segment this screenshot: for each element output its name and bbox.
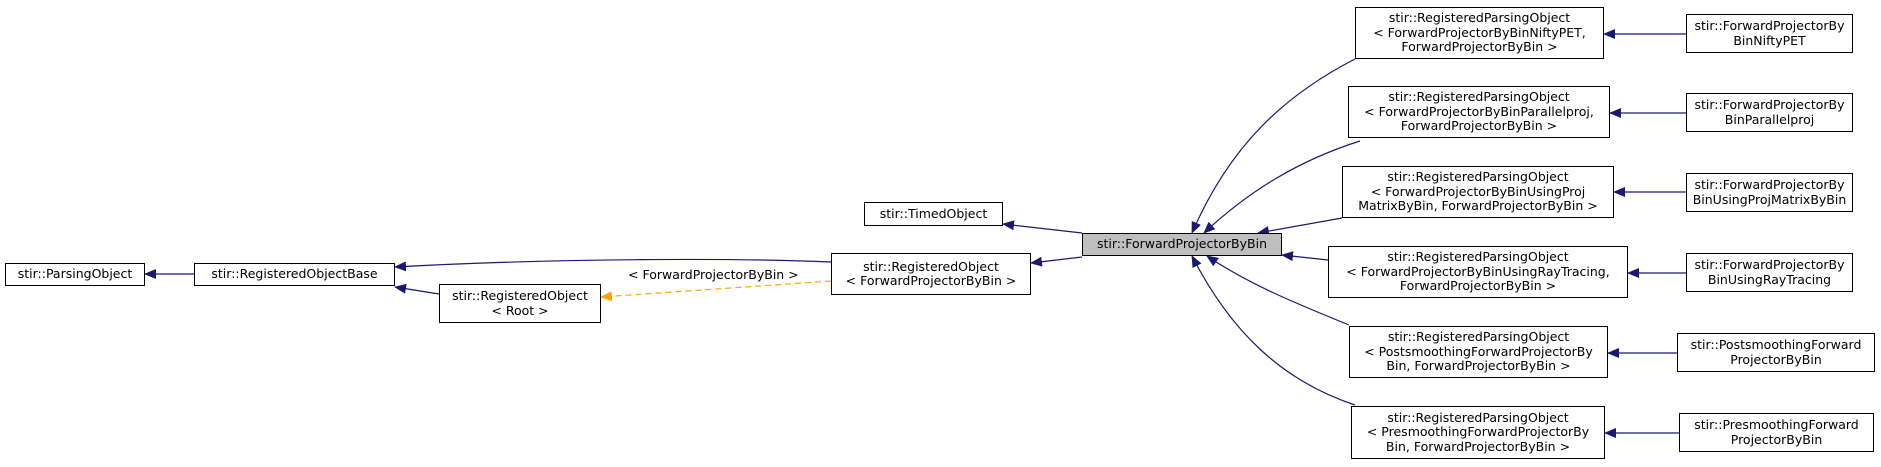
node-rpo-projmatrix-line3: MatrixByBin, ForwardProjectorByBin > xyxy=(1358,198,1598,214)
edge-projmatrix-to-fpbb xyxy=(1257,217,1343,236)
node-fp-parallelproj-line1: stir::ForwardProjectorBy xyxy=(1694,97,1845,112)
node-postsmoothing-fp-line1: stir::PostsmoothingForward xyxy=(1690,337,1862,352)
node-presmoothing-fp-line2: ProjectorByBin xyxy=(1730,431,1823,447)
node-fp-projmatrix[interactable]: stir::ForwardProjectorBy BinUsingProjMat… xyxy=(1686,173,1853,212)
edge-raytracing-to-fpbb xyxy=(1281,251,1329,262)
node-rpo-presmoothing-line3: Bin, ForwardProjectorByBin > xyxy=(1385,438,1571,454)
node-rpo-parallelproj-line1: stir::RegisteredParsingObject xyxy=(1388,89,1570,105)
edge-parallelproj-to-fpbb xyxy=(1203,140,1361,234)
node-rpo-presmoothing-line1: stir::RegisteredParsingObject xyxy=(1387,409,1569,425)
node-rpo-postsmoothing-line2: < PostsmoothingForwardProjectorBy xyxy=(1364,343,1593,359)
node-rpo-raytracing-line1: stir::RegisteredParsingObject xyxy=(1387,249,1569,265)
node-rpo-postsmoothing[interactable]: stir::RegisteredParsingObject < Postsmoo… xyxy=(1349,326,1608,378)
edge-ro-fpbb-to-base xyxy=(394,258,832,272)
edge-fpbb-to-ro-fpbb xyxy=(1030,256,1083,267)
node-rpo-parallelproj[interactable]: stir::RegisteredParsingObject < ForwardP… xyxy=(1348,86,1610,138)
node-fp-raytracing-line1: stir::ForwardProjectorBy xyxy=(1694,257,1845,272)
node-fp-niftypet-line1: stir::ForwardProjectorBy xyxy=(1694,18,1845,33)
node-presmoothing-fp-line1: stir::PresmoothingForward xyxy=(1694,417,1859,432)
edge-root-to-base xyxy=(394,283,440,295)
node-rpo-niftypet-line3: ForwardProjectorByBin > xyxy=(1401,39,1558,55)
node-rpo-niftypet-line2: < ForwardProjectorByBinNiftyPET, xyxy=(1373,24,1586,40)
node-fp-niftypet[interactable]: stir::ForwardProjectorBy BinNiftyPET xyxy=(1686,14,1853,53)
node-parsing-object[interactable]: stir::ParsingObject xyxy=(5,263,145,286)
node-rpo-raytracing-line3: ForwardProjectorByBin > xyxy=(1399,278,1557,294)
edge-ro-fpbb-template-to-root xyxy=(600,280,832,302)
node-rpo-postsmoothing-line1: stir::RegisteredParsingObject xyxy=(1387,329,1570,345)
node-timed-object[interactable]: stir::TimedObject xyxy=(864,202,1003,226)
node-fp-raytracing-line2: BinUsingRayTracing xyxy=(1707,271,1832,287)
node-registered-object-root-line2: < Root > xyxy=(491,302,549,318)
edge-presmoothing-to-fpbb xyxy=(1191,255,1356,406)
node-forward-projector-by-bin[interactable]: stir::ForwardProjectorByBin xyxy=(1082,233,1282,256)
node-rpo-parallelproj-line2: < ForwardProjectorByBinParallelproj, xyxy=(1364,103,1594,119)
node-rpo-niftypet-line1: stir::RegisteredParsingObject xyxy=(1388,10,1571,26)
node-parsing-object-line1: stir::ParsingObject xyxy=(17,266,133,282)
node-rpo-raytracing[interactable]: stir::RegisteredParsingObject < ForwardP… xyxy=(1328,246,1628,298)
node-forward-projector-by-bin-line1: stir::ForwardProjectorByBin xyxy=(1097,236,1267,252)
node-fp-raytracing[interactable]: stir::ForwardProjectorBy BinUsingRayTrac… xyxy=(1686,253,1853,292)
node-registered-object-fpbb-line2: < ForwardProjectorByBin > xyxy=(845,273,1017,288)
node-rpo-projmatrix-line1: stir::RegisteredParsingObject xyxy=(1387,169,1569,185)
node-rpo-projmatrix[interactable]: stir::RegisteredParsingObject < ForwardP… xyxy=(1342,166,1614,218)
edge-niftypet-to-fpbb xyxy=(1191,58,1356,234)
node-registered-object-base[interactable]: stir::RegisteredObjectBase xyxy=(194,263,395,286)
node-presmoothing-fp[interactable]: stir::PresmoothingForward ProjectorByBin xyxy=(1679,413,1874,452)
node-fp-projmatrix-line1: stir::ForwardProjectorBy xyxy=(1694,177,1845,192)
node-postsmoothing-fp-line2: ProjectorByBin xyxy=(1730,351,1822,367)
node-rpo-raytracing-line2: < ForwardProjectorByBinUsingRayTracing, xyxy=(1346,263,1610,279)
edge-fpbb-to-timedobject xyxy=(1002,220,1083,234)
node-rpo-presmoothing-line2: < PresmoothingForwardProjectorBy xyxy=(1366,424,1590,440)
node-fp-niftypet-line2: BinNiftyPET xyxy=(1733,32,1806,48)
node-rpo-projmatrix-line2: < ForwardProjectorByBinUsingProj xyxy=(1370,183,1586,199)
node-registered-object-root-line1: stir::RegisteredObject xyxy=(452,288,588,303)
node-postsmoothing-fp[interactable]: stir::PostsmoothingForward ProjectorByBi… xyxy=(1677,333,1875,372)
node-fp-projmatrix-line2: BinUsingProjMatrixByBin xyxy=(1692,191,1847,207)
node-registered-object-base-line1: stir::RegisteredObjectBase xyxy=(211,266,378,282)
node-rpo-presmoothing[interactable]: stir::RegisteredParsingObject < Presmoot… xyxy=(1351,406,1605,459)
node-rpo-postsmoothing-line3: Bin, ForwardProjectorByBin > xyxy=(1386,358,1571,374)
node-timed-object-line1: stir::TimedObject xyxy=(879,205,988,221)
node-registered-object-fpbb-line1: stir::RegisteredObject xyxy=(863,258,999,274)
node-registered-object-fpbb[interactable]: stir::RegisteredObject < ForwardProjecto… xyxy=(831,253,1031,295)
node-fp-parallelproj-line2: BinParallelproj xyxy=(1724,111,1815,127)
template-argument-label: < ForwardProjectorByBin > xyxy=(628,267,799,282)
node-fp-parallelproj[interactable]: stir::ForwardProjectorBy BinParallelproj xyxy=(1686,93,1853,132)
node-rpo-niftypet[interactable]: stir::RegisteredParsingObject < ForwardP… xyxy=(1355,7,1604,59)
node-registered-object-root[interactable]: stir::RegisteredObject < Root > xyxy=(439,284,601,323)
node-rpo-parallelproj-line3: ForwardProjectorByBin > xyxy=(1400,118,1558,134)
edge-postsmoothing-to-fpbb xyxy=(1206,255,1350,326)
